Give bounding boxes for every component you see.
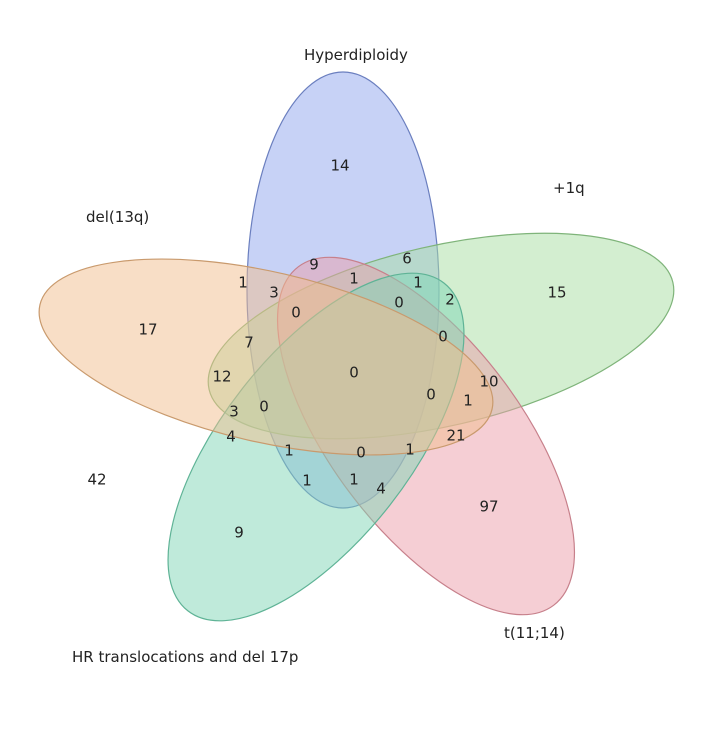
region-count: 3 xyxy=(269,284,279,302)
region-count: 4 xyxy=(376,480,386,498)
region-count: 12 xyxy=(212,368,231,386)
outside-count: 42 xyxy=(87,471,106,489)
count-all-five: 0 xyxy=(349,364,359,382)
region-count: 10 xyxy=(479,373,498,391)
region-count: 1 xyxy=(284,442,294,460)
region-count: 6 xyxy=(402,250,412,268)
region-count: 1 xyxy=(349,471,359,489)
region-count: 0 xyxy=(291,304,301,322)
region-count: 0 xyxy=(259,398,269,416)
count-hr-only: 9 xyxy=(234,524,244,542)
region-count: 0 xyxy=(356,444,366,462)
del13q-ellipse xyxy=(38,258,494,456)
label-hr-translocations: HR translocations and del 17p xyxy=(72,648,298,666)
region-count: 1 xyxy=(405,441,415,459)
region-count: 1 xyxy=(349,270,359,288)
region-count: 0 xyxy=(426,386,436,404)
region-count: 3 xyxy=(229,403,239,421)
count-del13q-only: 17 xyxy=(138,321,157,339)
region-count: 1 xyxy=(413,274,423,292)
label-plus1q: +1q xyxy=(553,179,585,197)
label-del13q: del(13q) xyxy=(86,208,149,226)
region-count: 7 xyxy=(244,334,254,352)
region-count: 0 xyxy=(438,328,448,346)
count-plus1q-only: 15 xyxy=(547,284,566,302)
region-count: 21 xyxy=(446,427,465,445)
region-count: 2 xyxy=(445,291,455,309)
label-t1114: t(11;14) xyxy=(504,624,565,642)
region-count: 4 xyxy=(226,428,236,446)
label-hyperdiploidy: Hyperdiploidy xyxy=(304,46,408,64)
region-count: 0 xyxy=(394,294,404,312)
region-count: 1 xyxy=(463,392,473,410)
count-hyperdiploidy-only: 14 xyxy=(330,157,349,175)
region-count: 1 xyxy=(302,472,312,490)
region-count: 9 xyxy=(309,256,319,274)
count-t1114-only: 97 xyxy=(479,498,498,516)
region-count: 1 xyxy=(238,274,248,292)
